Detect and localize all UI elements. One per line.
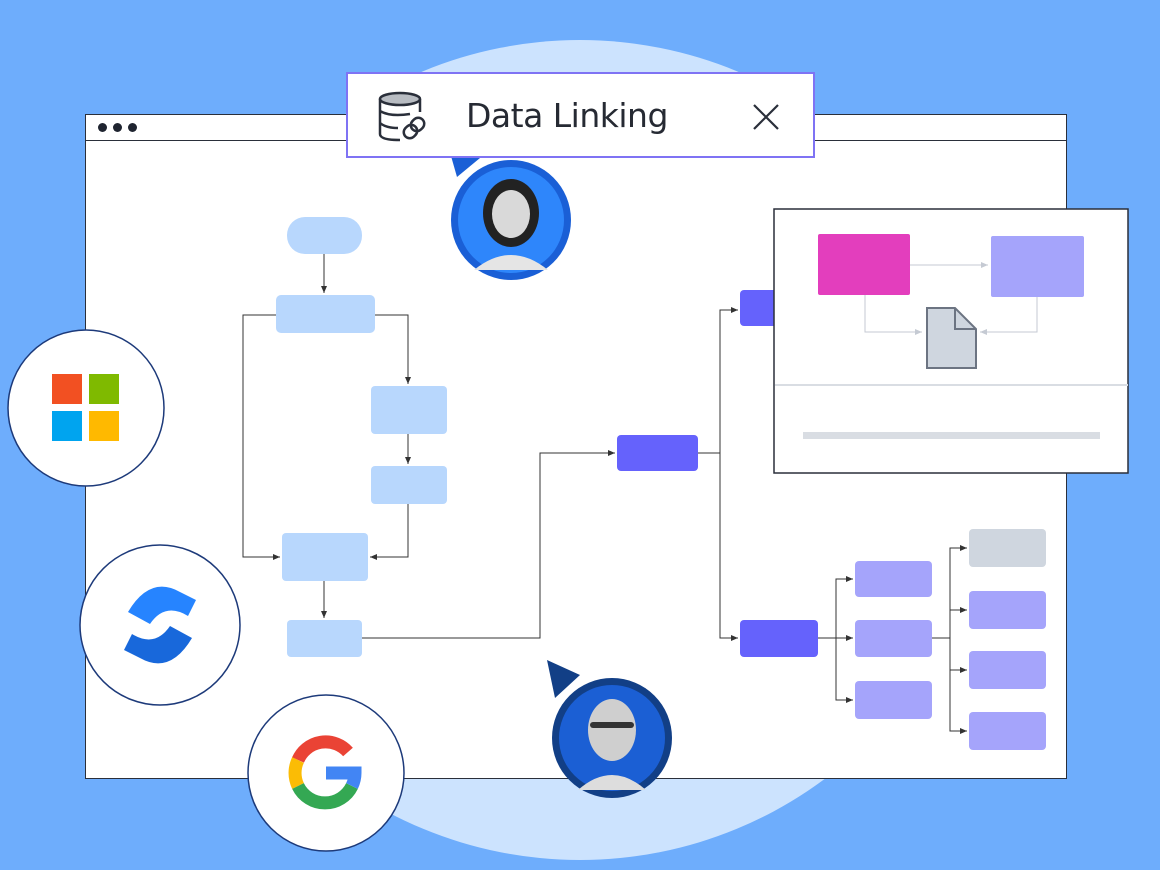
window-dot bbox=[98, 123, 107, 132]
flow-node[interactable] bbox=[282, 533, 368, 581]
start-node[interactable] bbox=[287, 217, 362, 254]
avatar-user-1 bbox=[451, 160, 571, 280]
flow-node[interactable] bbox=[371, 386, 447, 434]
window-dot bbox=[128, 123, 137, 132]
lavender-node[interactable] bbox=[991, 236, 1084, 297]
document-icon bbox=[926, 307, 977, 369]
flow-node-lavender[interactable] bbox=[969, 651, 1046, 689]
confluence-logo[interactable] bbox=[79, 544, 241, 706]
window-dot bbox=[113, 123, 122, 132]
connectors bbox=[242, 254, 967, 734]
popup-title: Data Linking bbox=[466, 96, 668, 135]
linked-data-panel bbox=[773, 208, 1129, 474]
flow-node-gray[interactable] bbox=[969, 529, 1046, 567]
avatar-user-2 bbox=[552, 678, 672, 798]
flow-node[interactable] bbox=[287, 620, 362, 657]
flow-node[interactable] bbox=[371, 466, 447, 504]
flow-node-lavender[interactable] bbox=[855, 561, 932, 597]
flow-node-purple[interactable] bbox=[617, 435, 698, 471]
flow-node-lavender[interactable] bbox=[855, 681, 932, 719]
flow-node-lavender[interactable] bbox=[969, 591, 1046, 629]
cursor-icon bbox=[547, 660, 580, 698]
microsoft-logo[interactable] bbox=[7, 329, 165, 487]
placeholder-bar bbox=[803, 432, 1100, 439]
flow-node-lavender[interactable] bbox=[855, 620, 932, 657]
database-link-icon bbox=[378, 91, 426, 142]
magenta-node[interactable] bbox=[818, 234, 910, 295]
data-linking-popup: Data Linking bbox=[346, 72, 815, 158]
flow-node-purple[interactable] bbox=[740, 290, 780, 326]
flow-node-purple[interactable] bbox=[740, 620, 818, 657]
close-icon[interactable] bbox=[751, 102, 781, 132]
flow-node[interactable] bbox=[276, 295, 375, 333]
google-logo[interactable] bbox=[247, 694, 405, 852]
flow-node-lavender[interactable] bbox=[969, 712, 1046, 750]
flowchart-nodes bbox=[276, 217, 1046, 750]
